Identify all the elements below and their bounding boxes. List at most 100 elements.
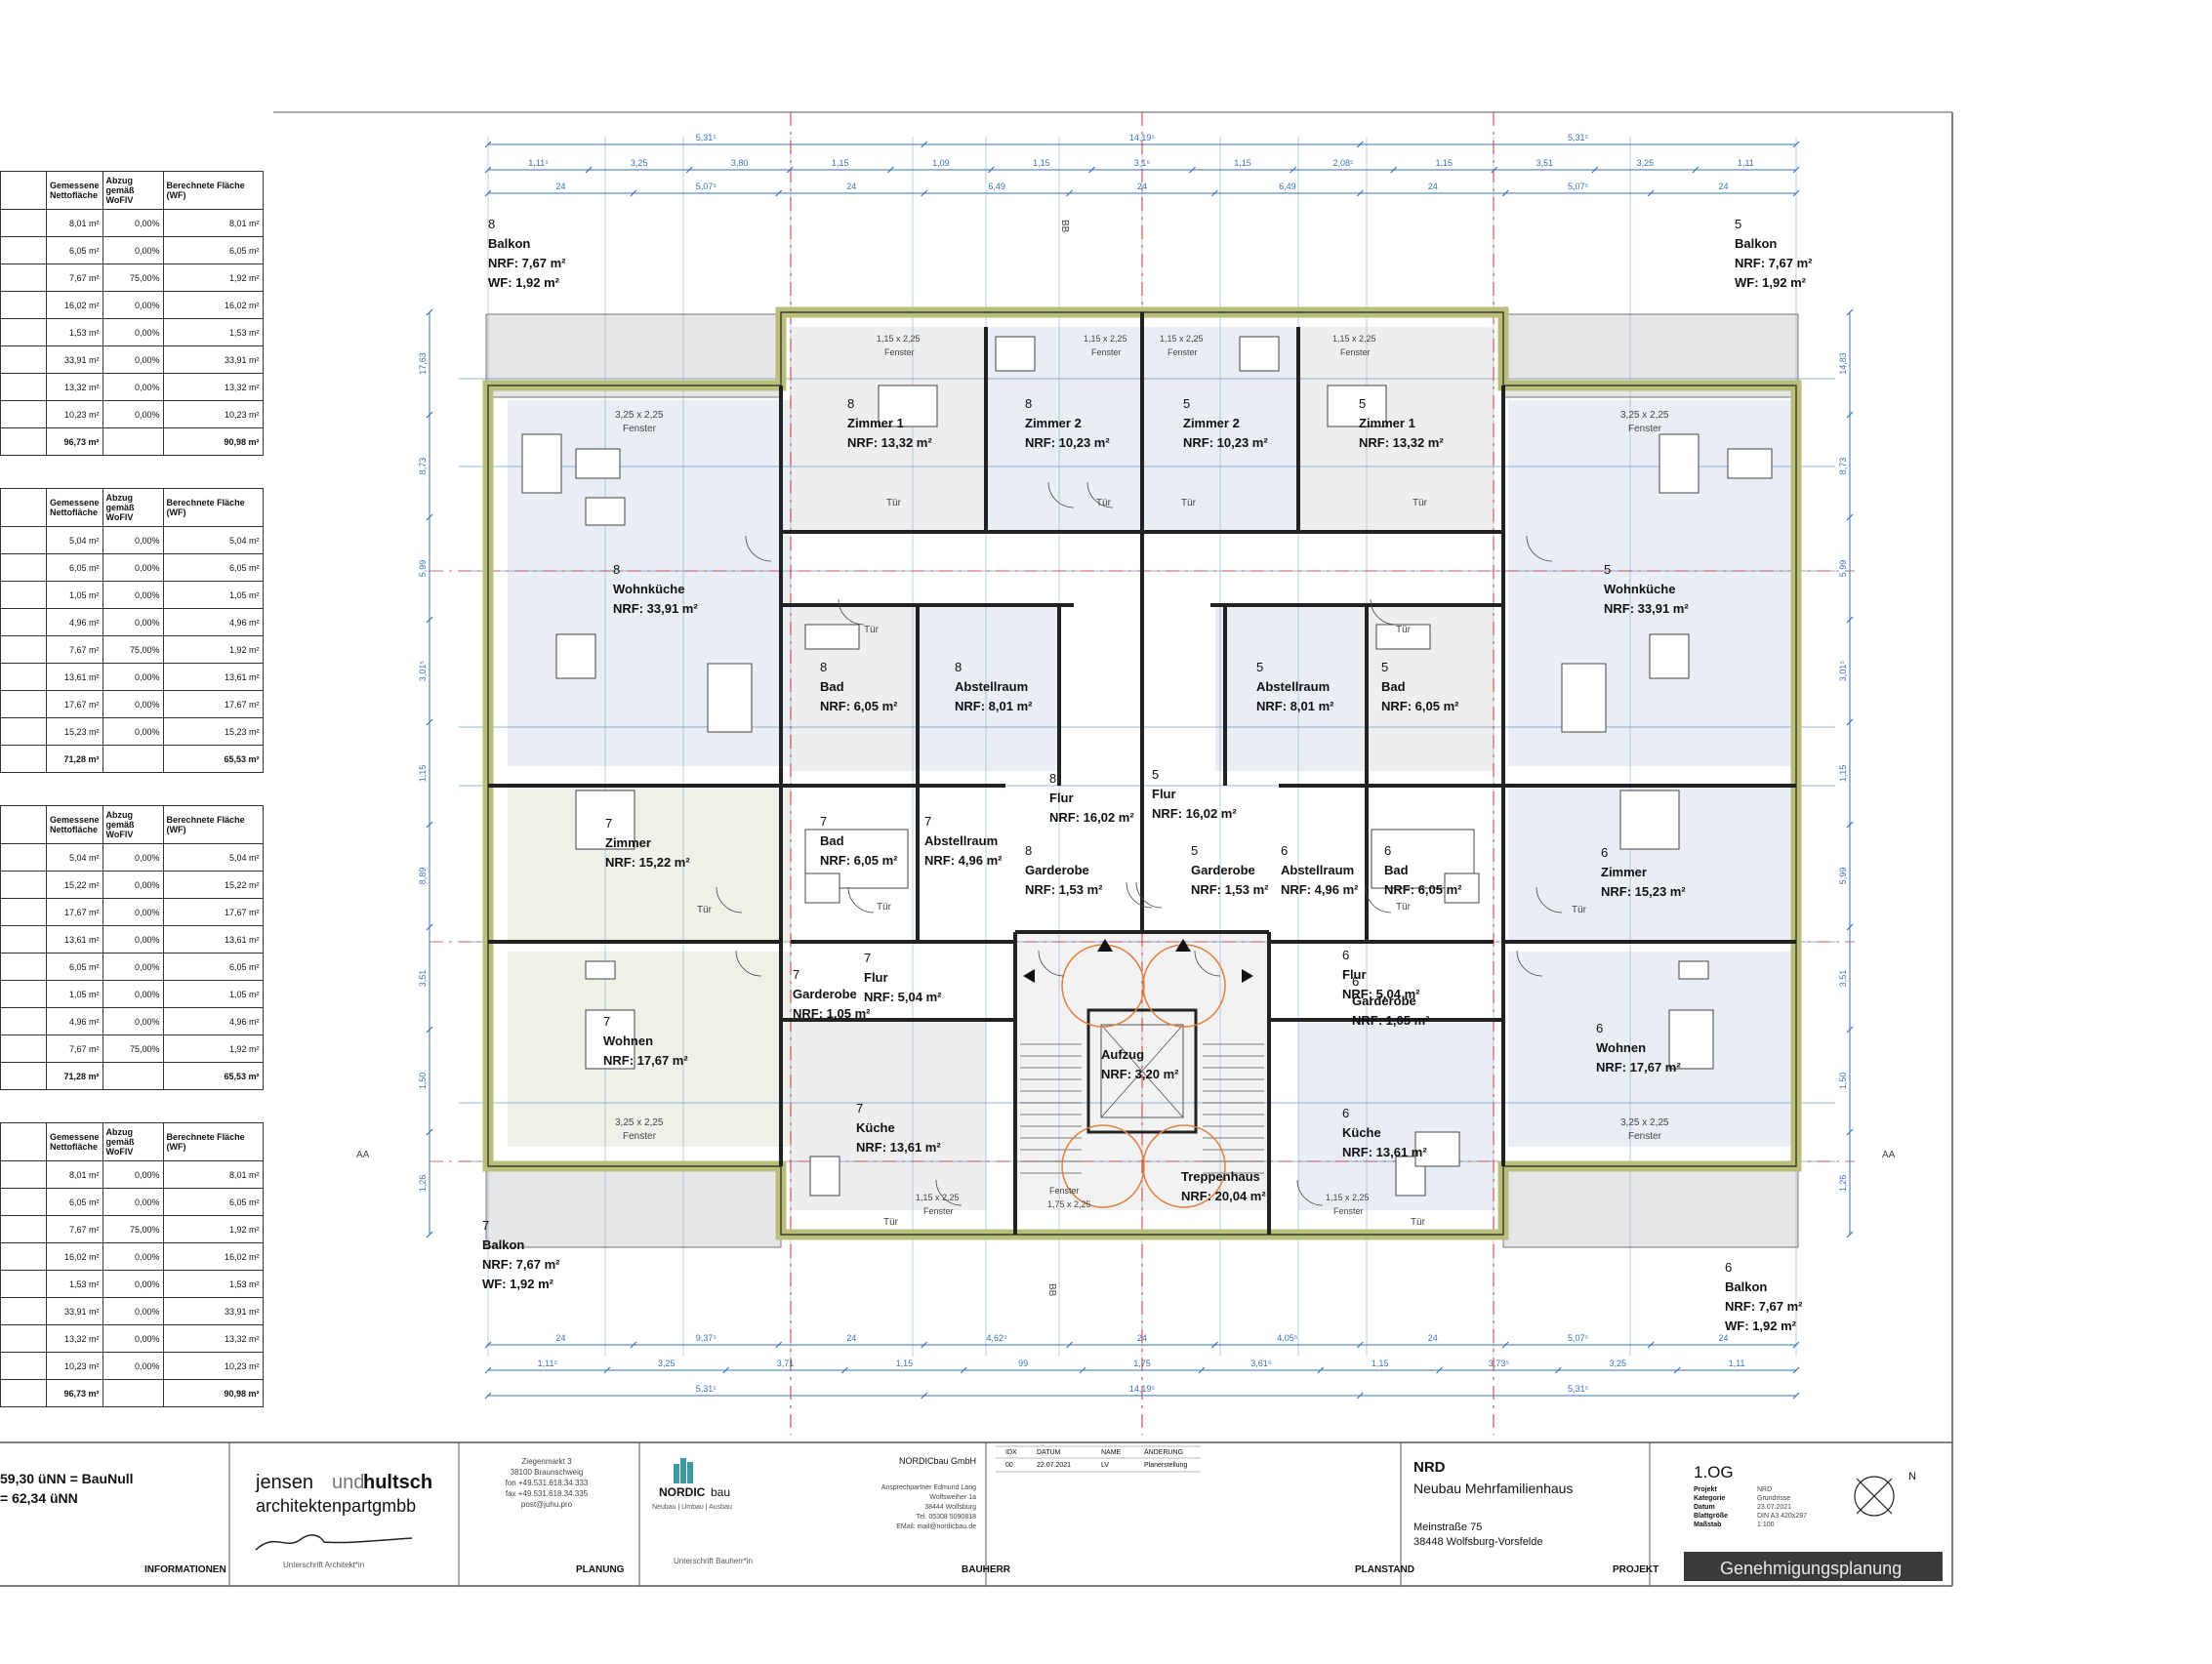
- room-label-line: Flur: [864, 970, 888, 985]
- area-table-cell: 1,53 m²: [162, 1270, 264, 1298]
- turning-circle: [1061, 1124, 1145, 1208]
- bauherr-address: Ansprechpartner Edmund Lang: [881, 1484, 976, 1491]
- area-table-cell: 75,00%: [102, 264, 164, 292]
- door-swing: [1526, 535, 1553, 562]
- door-label: Tür: [1396, 902, 1412, 913]
- room-label-line: 6: [1281, 843, 1288, 858]
- dim-right-tick: [1846, 821, 1854, 829]
- area-table-cell: 0,00%: [102, 345, 164, 374]
- dim-top-row2-label: 2,08⁵: [1333, 158, 1355, 168]
- dim-right-tick: [1846, 1231, 1854, 1238]
- room-label-line: Abstellraum: [1256, 679, 1330, 694]
- room-fill: [1298, 327, 1494, 532]
- room-label-line: 6: [1342, 1106, 1349, 1120]
- balcony-slab: [1502, 1163, 1799, 1248]
- room-label-line: Bad: [1381, 679, 1406, 694]
- room-label-line: Flur: [1049, 791, 1074, 805]
- furniture: [1619, 790, 1680, 850]
- dim-bottom-row2-tick: [603, 1366, 611, 1374]
- dim-right-label: 3,01⁵: [1838, 661, 1848, 682]
- area-table-cell: 7,67 m²: [46, 1215, 103, 1243]
- dim-top-overall-tick: [484, 141, 492, 148]
- dim-right-label: 3,51: [1838, 970, 1848, 988]
- furniture: [1727, 448, 1773, 479]
- dim-top-row3-tick: [1066, 189, 1073, 197]
- window-size: 3,25 x 2,25: [1620, 1117, 1669, 1128]
- door-label: Tür: [877, 902, 892, 913]
- room-label-line: 5: [1735, 217, 1741, 231]
- project-code: NRD: [1413, 1459, 1446, 1476]
- area-table-cell: 0,00%: [102, 980, 164, 1008]
- furniture: [878, 385, 938, 427]
- revision-cell: Planerstellung: [1144, 1462, 1187, 1469]
- furniture: [707, 663, 753, 733]
- area-table-cell: 75,00%: [102, 635, 164, 664]
- dim-right-tick: [1846, 923, 1854, 931]
- dim-bottom-row1-tick: [1792, 1341, 1800, 1349]
- door-swing: [1135, 881, 1163, 909]
- area-table-cell: 96,73 m²: [46, 427, 103, 456]
- area-table-header-cell: Gemessene Nettofläche: [46, 805, 103, 844]
- door-label: Tür: [1396, 625, 1412, 635]
- room-label-line: 8: [820, 660, 827, 674]
- furniture: [804, 624, 860, 650]
- room-label-line: Bad: [1384, 863, 1409, 877]
- dim-left-label: 5,99: [418, 560, 428, 578]
- room-label-line: Garderobe: [1191, 863, 1255, 877]
- window-size: 1,15 x 2,25: [1084, 334, 1127, 344]
- area-table-cell: 6,05 m²: [162, 953, 264, 981]
- area-table-cell: 7,67 m²: [46, 264, 103, 292]
- revision-header: DATUM: [1037, 1449, 1061, 1456]
- area-table-cell: 8,01 m²: [162, 209, 264, 237]
- room-label-line: 5: [1256, 660, 1263, 674]
- architect-address: post@juhu.pro: [521, 1500, 573, 1509]
- room-fill: [508, 952, 791, 1147]
- area-table-cell: 16,02 m²: [46, 1242, 103, 1271]
- area-table-cell: [0, 1062, 47, 1090]
- dim-top-row2-tick: [1792, 166, 1800, 174]
- dim-bottom-row1-tick: [1211, 1341, 1218, 1349]
- area-table-cell: 10,23 m²: [46, 1352, 103, 1380]
- dim-bottom-row2-tick: [1554, 1366, 1562, 1374]
- furniture: [804, 873, 840, 904]
- dim-right-tick: [1846, 308, 1854, 316]
- area-table-cell: 10,23 m²: [162, 1352, 264, 1380]
- area-table-cell: 75,00%: [102, 1035, 164, 1063]
- area-table-cell: 0,00%: [102, 209, 164, 237]
- door-label: Tür: [886, 498, 902, 508]
- dim-top-row2-tick: [585, 166, 593, 174]
- room-label-line: Balkon: [1725, 1279, 1767, 1294]
- room-label-line: NRF: 33,91 m²: [613, 601, 698, 616]
- door-swing: [1296, 1179, 1324, 1206]
- dim-bottom-row1-tick: [1066, 1341, 1073, 1349]
- area-table-cell: [0, 553, 47, 582]
- dim-top-row2-tick: [1290, 166, 1297, 174]
- north-arrow-icon: [1854, 1476, 1895, 1517]
- dim-bottom-row1-tick: [484, 1341, 492, 1349]
- area-table-cell: 15,23 m²: [162, 717, 264, 746]
- area-table-cell: 1,05 m²: [46, 980, 103, 1008]
- area-table-cell: 0,00%: [102, 236, 164, 264]
- dim-bottom-row2-label: 1,15: [1372, 1359, 1389, 1368]
- room-label-line: 7: [793, 967, 799, 982]
- area-table-header-cell: Gemessene Nettofläche: [46, 488, 103, 527]
- north-label: N: [1908, 1471, 1916, 1482]
- dim-top-row3-tick: [1501, 189, 1509, 197]
- area-table-cell: 0,00%: [102, 717, 164, 746]
- door-swing: [1536, 886, 1563, 913]
- room-label-line: NRF: 13,32 m²: [1359, 435, 1444, 450]
- architect-logo: und: [332, 1472, 364, 1493]
- area-table-cell: 65,53 m²: [162, 745, 264, 773]
- room-label-line: NRF: 13,32 m²: [847, 435, 932, 450]
- area-table-cell: 4,96 m²: [46, 1007, 103, 1035]
- dim-right-label: 1,26: [1838, 1175, 1848, 1193]
- dim-bottom-overall-label: 14,19⁵: [1129, 1384, 1156, 1394]
